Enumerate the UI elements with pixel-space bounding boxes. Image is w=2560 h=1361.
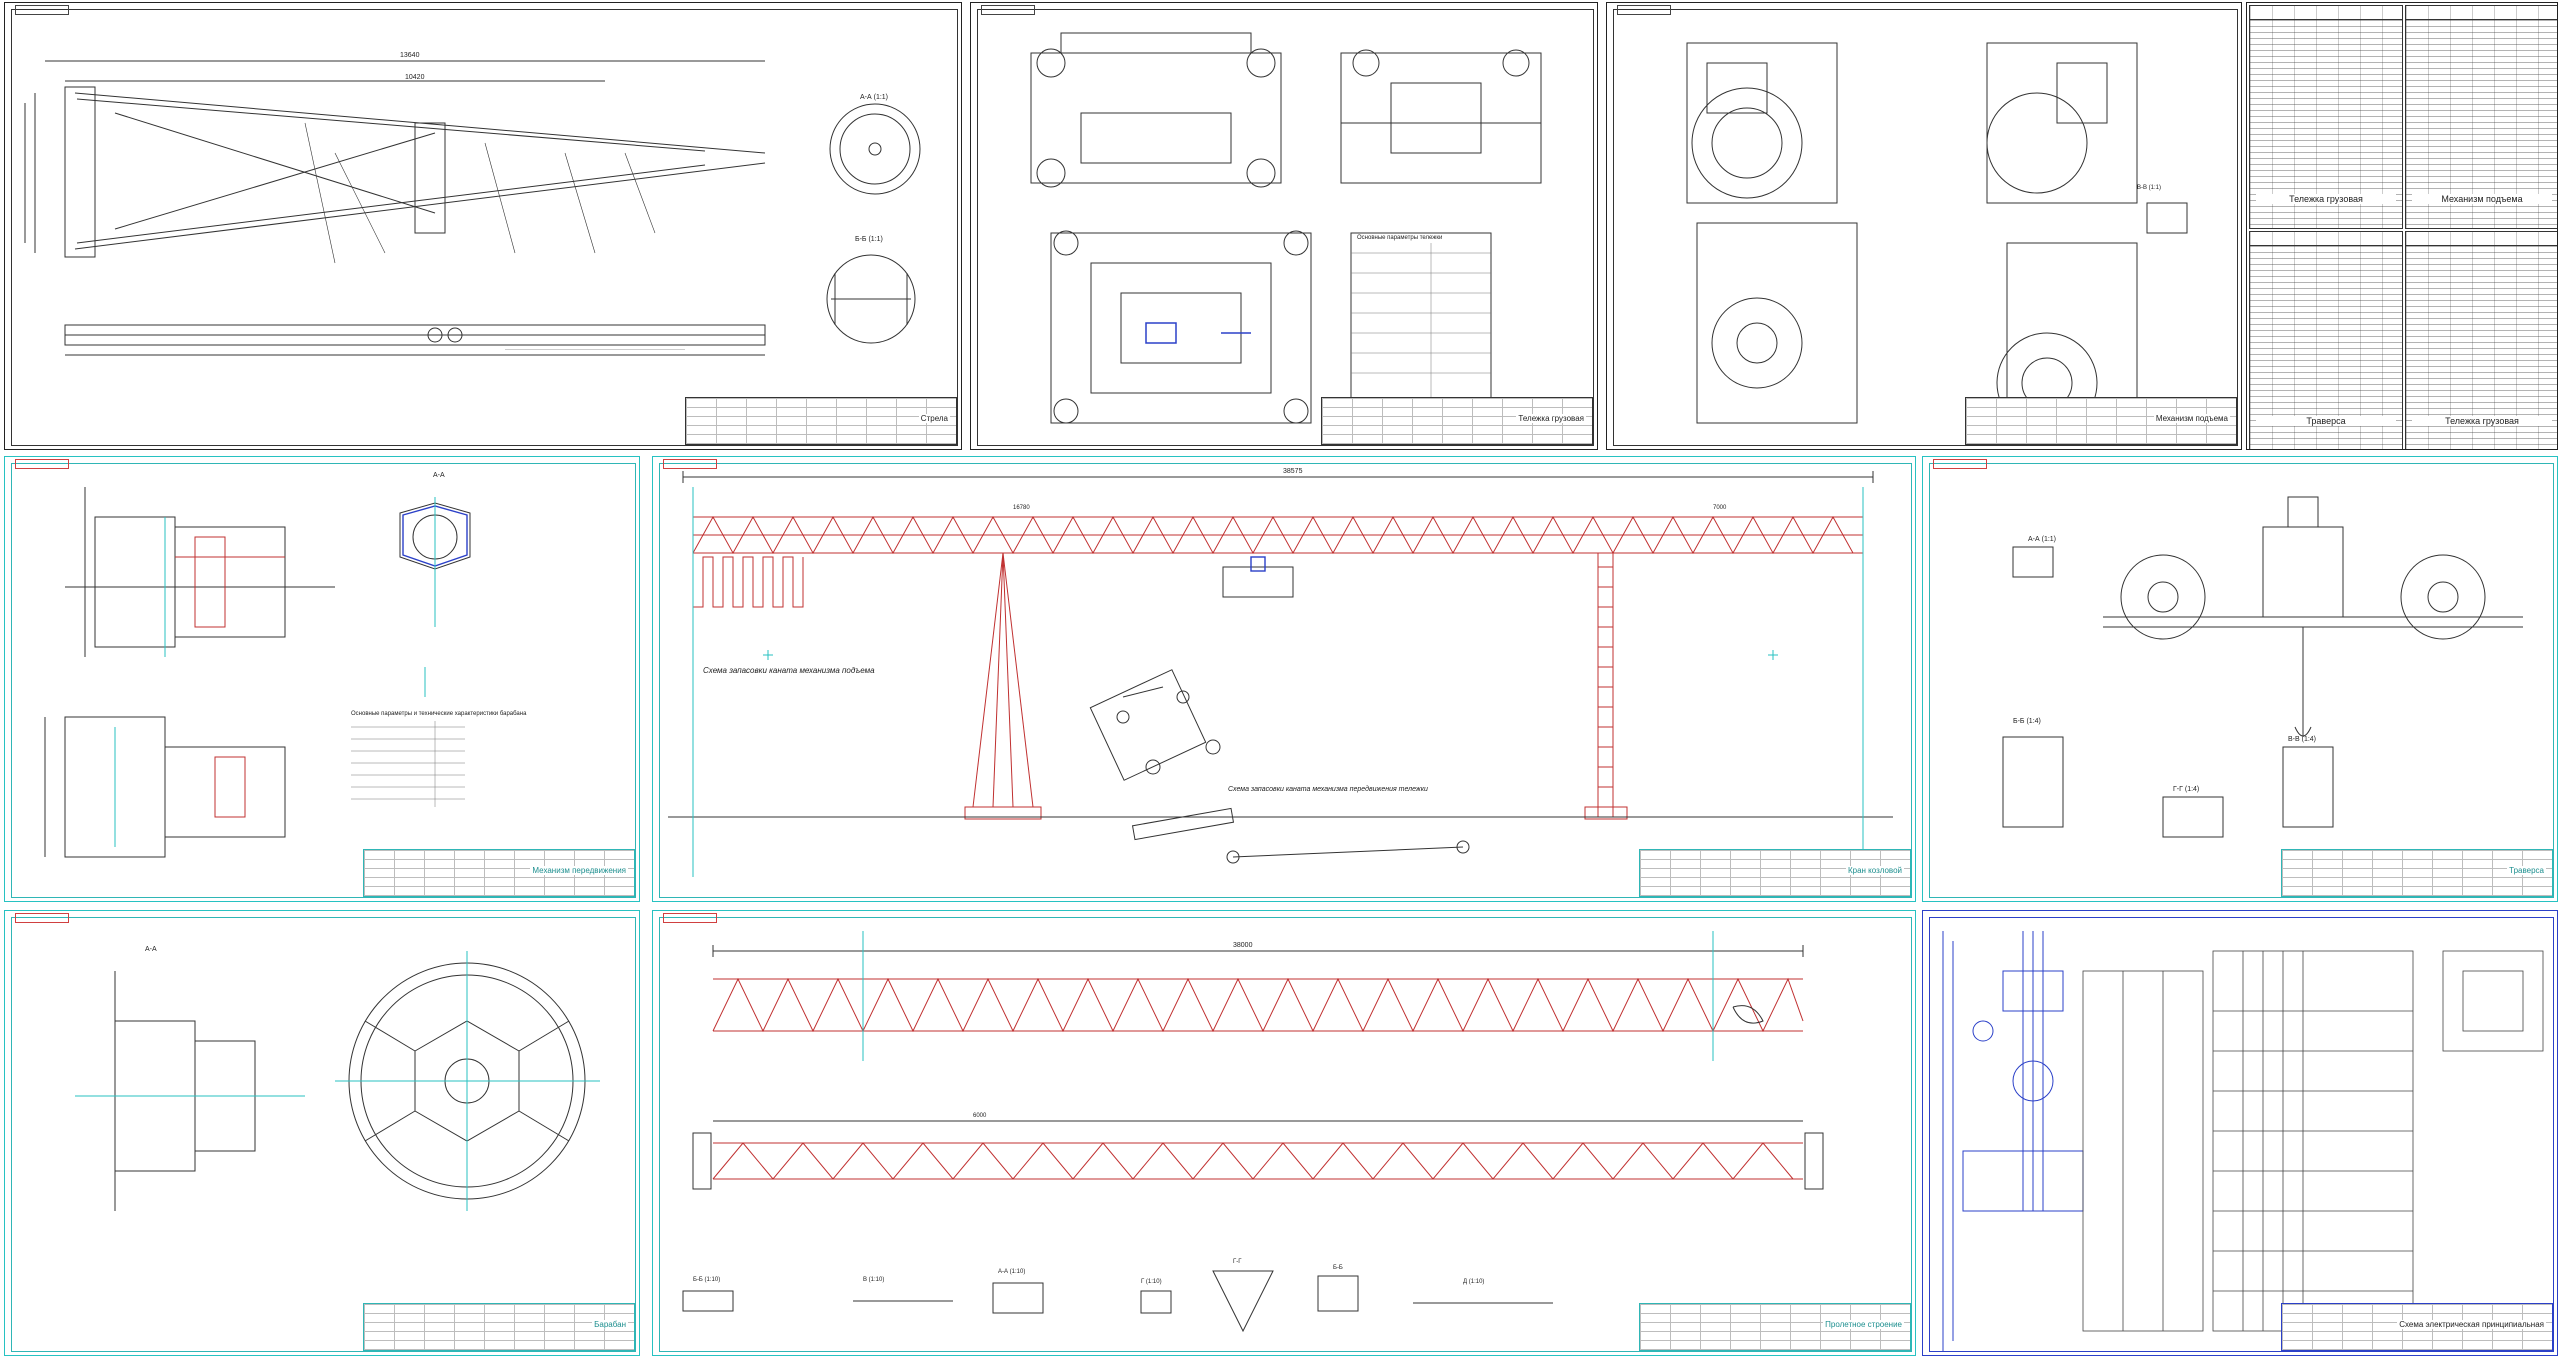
spec-list-2: Механизм подъема: [2405, 5, 2557, 229]
title-block: Схема электрическая принципиальная: [2281, 1303, 2553, 1351]
sheet-tag: [15, 5, 69, 15]
params-table-title: Основные параметры тележки: [1357, 235, 1442, 241]
title-block-name: Тележка грузовая: [1516, 414, 1586, 423]
section-gg-label: Г-Г: [1233, 1259, 1242, 1265]
dim-boom-len: 10420: [405, 74, 425, 81]
section-a-label: А-А (1:1): [860, 94, 888, 101]
title-block: Траверса: [2281, 849, 2553, 897]
drawing-sheet-winch: А-А Основные параметры и технические хар…: [4, 456, 640, 902]
dim-crane-right: 7000: [1713, 505, 1727, 511]
section-g-label: Г-Г (1:4): [2173, 786, 2199, 793]
drawing-sheet-trolley: Основные параметры тележки Тележка грузо…: [970, 2, 1598, 450]
title-block-name: Стрела: [918, 414, 950, 423]
spec-list-1: Тележка грузовая: [2249, 5, 2403, 229]
dim-girder-total: 38000: [1233, 942, 1253, 949]
crane-drawing: 38575 16780 7000 Схема запасовки каната …: [668, 468, 1893, 877]
section-g-label: Г (1:10): [1141, 1279, 1162, 1285]
drawing-sheet-hoist: В-В (1:1) Механизм подъема: [1606, 2, 2242, 450]
section-a-label: А-А: [145, 946, 157, 953]
title-block: Барабан: [363, 1303, 635, 1351]
section-a-label: А-А: [433, 472, 445, 479]
sheet-tag: [1617, 5, 1671, 15]
dim-girder-panel: 6000: [973, 1113, 987, 1119]
sheet-tag: [663, 913, 717, 923]
spec-list-3: Траверса: [2249, 231, 2403, 449]
section-v-label: В-В (1:1): [2137, 185, 2161, 191]
scheme-travel-label: Схема запасовки каната механизма передви…: [1228, 785, 1428, 793]
title-block-name: Механизм подъема: [2153, 414, 2230, 423]
title-block-name: Пролетное строение: [1823, 1320, 1904, 1329]
drawing-sheet-specs: Тележка грузовая Механизм подъема Травер…: [2246, 2, 2558, 450]
title-block-name: Кран козловой: [1845, 866, 1904, 875]
spec-list-4-title: Тележка грузовая: [2412, 416, 2552, 426]
section-a-label: А-А (1:10): [998, 1269, 1025, 1275]
sheet-tag: [1933, 459, 1987, 469]
spec-list-1-title: Тележка грузовая: [2256, 194, 2396, 204]
section-bb-label: Б-Б: [1333, 1265, 1343, 1271]
sheet-tag: [15, 459, 69, 469]
sheet-tag: [663, 459, 717, 469]
section-b-label: Б-Б (1:4): [2013, 718, 2041, 725]
section-b-label: Б-Б (1:1): [855, 236, 883, 243]
title-block-name: Схема электрическая принципиальная: [2397, 1320, 2546, 1329]
title-block: Пролетное строение: [1639, 1303, 1911, 1351]
boom-notes: [505, 349, 685, 410]
spec-list-2-title: Механизм подъема: [2412, 194, 2552, 204]
dim-crane-span: 38575: [1283, 468, 1303, 475]
title-block-name: Механизм передвижения: [530, 866, 628, 875]
section-d-label: Д (1:10): [1463, 1279, 1484, 1285]
winch-drawing: А-А Основные параметры и технические хар…: [44, 472, 527, 858]
section-a-label: А-А (1:1): [2028, 536, 2056, 543]
section-b-label: Б-Б (1:10): [693, 1277, 720, 1283]
hoist-drawing: В-В (1:1): [1686, 42, 2188, 434]
trolley-drawing: Основные параметры тележки: [1030, 32, 1542, 424]
title-block: Тележка грузовая: [1321, 397, 1593, 445]
drawing-sheet-crane: 38575 16780 7000 Схема запасовки каната …: [652, 456, 1916, 902]
spec-list-4: Тележка грузовая: [2405, 231, 2557, 449]
sheet-tag: [15, 913, 69, 923]
section-v-label: В-В (1:4): [2288, 736, 2316, 743]
title-block: Механизм подъема: [1965, 397, 2237, 445]
title-block: Кран козловой: [1639, 849, 1911, 897]
traverse-drawing: А-А (1:1) Б-Б (1:4) Г-Г (1:4) В-В (1:4): [2002, 496, 2523, 838]
girder-drawing: 38000 6000 Б-Б (1:10) В (1:10) А-А (1:10…: [682, 931, 1824, 1333]
title-block: Механизм передвижения: [363, 849, 635, 897]
drawing-sheet-drum: А-А Барабан: [4, 910, 640, 1356]
spec-list-3-title: Траверса: [2256, 416, 2396, 426]
title-block-name: Барабан: [592, 1320, 628, 1329]
dim-boom-total: 13640: [400, 52, 420, 59]
drum-drawing: А-А: [75, 946, 600, 1211]
drawing-sheet-traverse: А-А (1:1) Б-Б (1:4) Г-Г (1:4) В-В (1:4) …: [1922, 456, 2558, 902]
params-table-title: Основные параметры и технические характе…: [351, 711, 527, 717]
dim-crane-left: 16780: [1013, 505, 1030, 511]
boom-drawing: 13640 10420 А-А (1:1) Б-Б (1:1): [24, 52, 921, 356]
section-v-label: В (1:10): [863, 1277, 884, 1283]
scheme-hoist-label: Схема запасовки каната механизма подъема: [703, 666, 875, 675]
drawing-sheet-electric: Схема электрическая принципиальная: [1922, 910, 2558, 1356]
title-block-name: Траверса: [2507, 866, 2546, 875]
sheet-tag: [981, 5, 1035, 15]
drawing-sheet-girder: 38000 6000 Б-Б (1:10) В (1:10) А-А (1:10…: [652, 910, 1916, 1356]
drawing-sheet-boom: 13640 10420 А-А (1:1) Б-Б (1:1) Стрела: [4, 2, 962, 450]
title-block: Стрела: [685, 397, 957, 445]
electric-schematic: [1942, 931, 2544, 1351]
